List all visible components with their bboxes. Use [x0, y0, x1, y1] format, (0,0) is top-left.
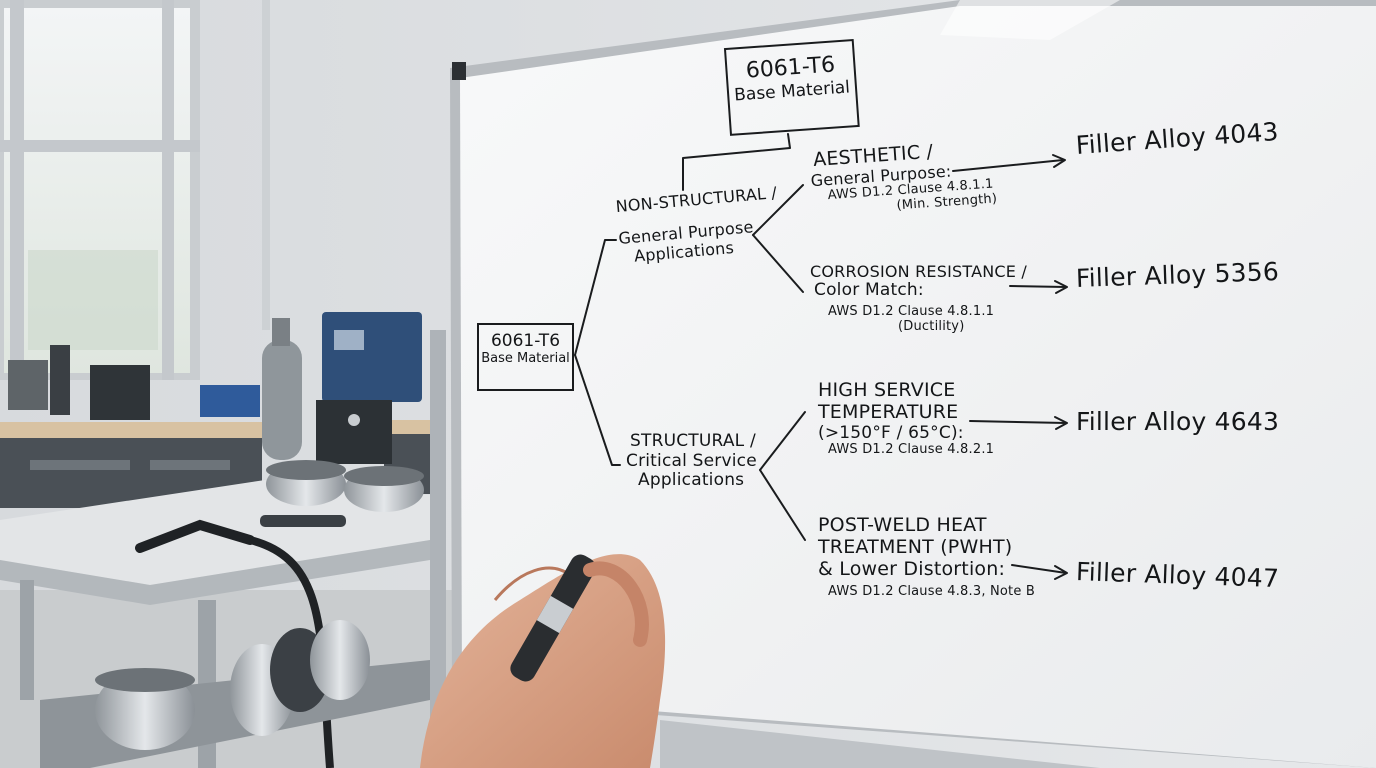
- high-temp-line2: TEMPERATURE: [818, 400, 959, 423]
- corrosion-line3: AWS D1.2 Clause 4.8.1.1: [828, 303, 995, 319]
- non-structural-label: NON-STRUCTURAL / General Purpose Applica…: [615, 183, 782, 267]
- whiteboard-stand: [430, 330, 446, 768]
- structural-line1: STRUCTURAL /: [630, 431, 756, 451]
- gas-cylinder: [262, 318, 302, 460]
- left-box-line1: 6061-T6: [490, 331, 561, 351]
- high-temp-branch: HIGH SERVICE TEMPERATURE (>150°F / 65°C)…: [818, 379, 995, 458]
- flowchart-connectors: [574, 133, 1068, 580]
- corrosion-line2: Color Match:: [814, 280, 924, 301]
- structural-line2: Critical Service: [626, 450, 757, 471]
- welding-machine: [316, 312, 422, 464]
- corrosion-branch: CORROSION RESISTANCE / Color Match: AWS …: [810, 262, 1027, 335]
- pwht-branch: POST-WELD HEAT TREATMENT (PWHT) & Lower …: [818, 514, 1036, 599]
- wire-spools: [266, 460, 424, 512]
- welding-torch: [135, 515, 346, 768]
- corrosion-line4: (Ductility): [898, 318, 965, 334]
- whiteboard: [450, 0, 1376, 768]
- aesthetic-branch: AESTHETIC / General Purpose: AWS D1.2 Cl…: [810, 137, 998, 220]
- filler-alloy-4643: Filler Alloy 4643: [1076, 407, 1280, 436]
- structural-label: STRUCTURAL / Critical Service Applicatio…: [626, 431, 757, 491]
- hand-with-marker: [420, 554, 666, 768]
- shelf-spools: [40, 620, 430, 768]
- pwht-line3: & Lower Distortion:: [818, 557, 1006, 580]
- wall-pipe: [262, 0, 270, 330]
- left-base-material-box: 6061-T6 Base Material: [477, 323, 574, 391]
- window: [0, 0, 200, 380]
- high-temp-line1: HIGH SERVICE: [818, 379, 956, 401]
- corrosion-line1: CORROSION RESISTANCE /: [810, 262, 1027, 281]
- pwht-line1: POST-WELD HEAT: [818, 514, 987, 536]
- high-temp-line3: (>150°F / 65°C):: [818, 422, 964, 443]
- left-box-line2: Base Material: [481, 351, 570, 367]
- pwht-line4: AWS D1.2 Clause 4.8.3, Note B: [828, 583, 1036, 599]
- structural-line3: Applications: [638, 470, 745, 491]
- top-base-material-box: 6061-T6 Base Material: [723, 39, 860, 136]
- high-temp-line4: AWS D1.2 Clause 4.8.2.1: [828, 442, 995, 458]
- pwht-line2: TREATMENT (PWHT): [818, 535, 1013, 558]
- bench-vises: [8, 345, 260, 420]
